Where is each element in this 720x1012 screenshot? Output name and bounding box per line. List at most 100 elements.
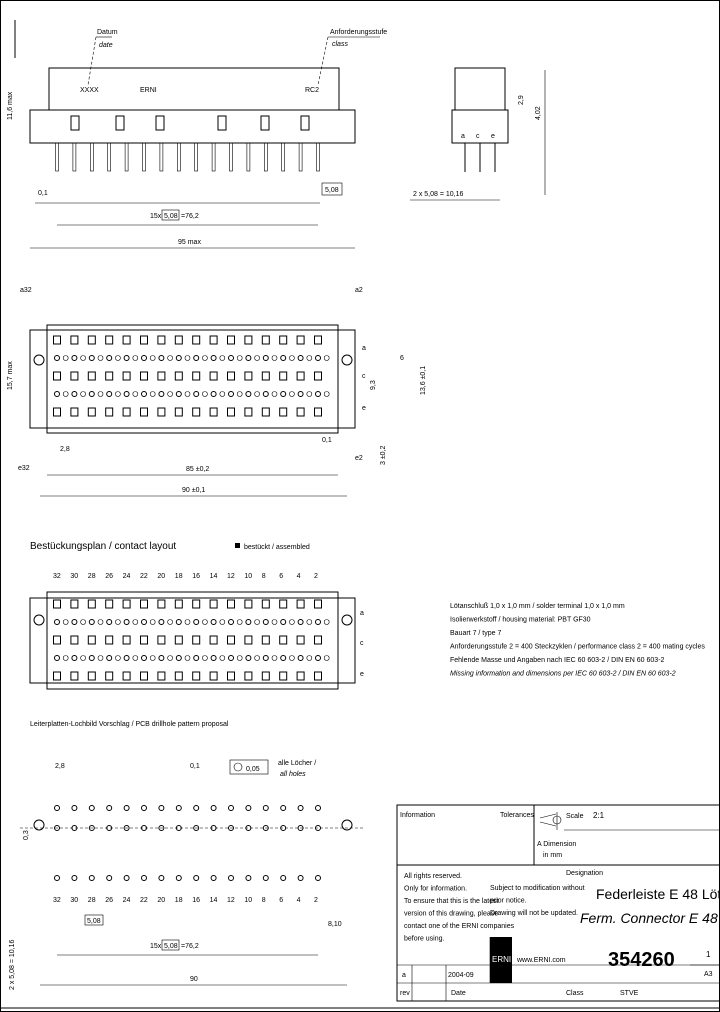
- contact: [174, 599, 183, 609]
- contact-hole: [141, 391, 147, 397]
- contact-hole: [210, 391, 217, 397]
- contact-hole: [254, 355, 260, 361]
- contact-hole: [280, 391, 287, 397]
- drill-hole: [210, 825, 217, 831]
- pcb-layout: Leiterplatten-Lochbild Vorschlag / PCB d…: [9, 721, 365, 990]
- pcb-column-number: 2: [314, 897, 318, 904]
- contact: [140, 671, 148, 681]
- contact: [296, 635, 305, 645]
- pcb-column-number: 28: [88, 897, 96, 904]
- column-number: 12: [227, 573, 235, 580]
- contact-hole: [262, 619, 269, 625]
- contact: [140, 407, 148, 417]
- contact: [122, 371, 131, 381]
- contact-hole: [219, 655, 226, 661]
- pcb-side-pitch: 2 x 5,08 = 10,16: [9, 939, 16, 990]
- contact-hole: [228, 655, 234, 661]
- note-line: Missing information and dimensions per I…: [450, 671, 676, 678]
- contact-hole: [158, 619, 165, 625]
- pin: [298, 142, 303, 172]
- drill-hole: [280, 875, 287, 881]
- drill-hole: [210, 875, 217, 881]
- contact-hole: [115, 391, 121, 397]
- pitch-dim-suffix: =76,2: [181, 213, 199, 220]
- drill-hole: [262, 875, 269, 881]
- subject-line: Subject to modification without: [490, 885, 585, 892]
- contact-hole: [175, 391, 182, 397]
- contact-hole: [158, 355, 165, 361]
- class-label-en: class: [332, 41, 348, 48]
- pin: [159, 142, 164, 172]
- pin: [72, 142, 77, 172]
- drill-hole: [245, 875, 252, 881]
- contact: [122, 599, 131, 609]
- contact-hole: [306, 655, 313, 661]
- contact-hole: [158, 655, 165, 661]
- contact: [261, 335, 270, 345]
- drill-hole: [280, 805, 287, 811]
- pin: [246, 142, 251, 172]
- pcb-column-number: 20: [157, 897, 165, 904]
- clip: [300, 115, 310, 131]
- contact: [140, 335, 148, 345]
- dim-13-6: 13,6 ±0,1: [420, 366, 427, 395]
- contact-hole: [62, 655, 69, 661]
- contact-hole: [132, 391, 139, 397]
- contact: [157, 671, 166, 681]
- contact-hole: [245, 619, 252, 625]
- notes: Lötanschluß 1,0 x 1,0 mm / solder termin…: [450, 603, 705, 678]
- contact-hole: [106, 655, 113, 661]
- pcb-dim-0-1: 0,1: [190, 763, 200, 770]
- contact-hole: [193, 619, 200, 625]
- contact-hole: [62, 355, 69, 361]
- drill-hole: [262, 825, 269, 831]
- contact: [296, 407, 305, 417]
- contact-hole: [62, 391, 69, 397]
- note-line: Bauart 7 / type 7: [450, 630, 501, 637]
- pin: [316, 142, 320, 172]
- dim-85: 85 ±0,2: [186, 466, 209, 473]
- contact: [244, 335, 253, 345]
- contact: [140, 599, 148, 609]
- rev-a: a: [402, 972, 406, 979]
- drill-hole: [280, 825, 287, 831]
- contact-hole: [88, 391, 95, 397]
- pcb-width: 90: [190, 976, 198, 983]
- drill-hole: [315, 825, 321, 831]
- pcb-column-number: 32: [53, 897, 61, 904]
- contact: [261, 599, 270, 609]
- contact-hole: [80, 619, 86, 625]
- subject-line: Drawing will not be updated.: [490, 910, 578, 917]
- contact-hole: [54, 655, 60, 661]
- paper-format: A3: [704, 971, 713, 978]
- contact: [105, 407, 114, 417]
- clip: [155, 115, 165, 131]
- contact-hole: [262, 655, 269, 661]
- drill-hole: [297, 875, 304, 881]
- row-a: a: [461, 133, 465, 140]
- contact-hole: [71, 619, 78, 625]
- drill-hole: [210, 805, 217, 811]
- contact: [227, 599, 235, 609]
- contact: [70, 635, 79, 645]
- cl-row-a: a: [360, 610, 364, 617]
- contact: [70, 671, 79, 681]
- drill-hole: [315, 875, 321, 881]
- contact-hole: [54, 355, 60, 361]
- contact-hole: [306, 391, 313, 397]
- contact-hole: [280, 619, 287, 625]
- top-row-a: a: [362, 345, 366, 352]
- contact: [314, 335, 322, 345]
- website[interactable]: www.ERNI.com: [516, 957, 566, 964]
- contact-hole: [97, 655, 104, 661]
- contact-hole: [323, 655, 330, 661]
- contact-hole: [184, 355, 191, 361]
- drill-hole: [123, 805, 130, 811]
- row-c: c: [476, 133, 480, 140]
- clip: [260, 115, 270, 131]
- drill-hole: [262, 805, 269, 811]
- pcb-all-holes: alle Löcher /: [278, 760, 316, 767]
- pcb-pitch-suffix: =76,2: [181, 943, 199, 950]
- drill-hole: [175, 805, 182, 811]
- contact: [157, 635, 166, 645]
